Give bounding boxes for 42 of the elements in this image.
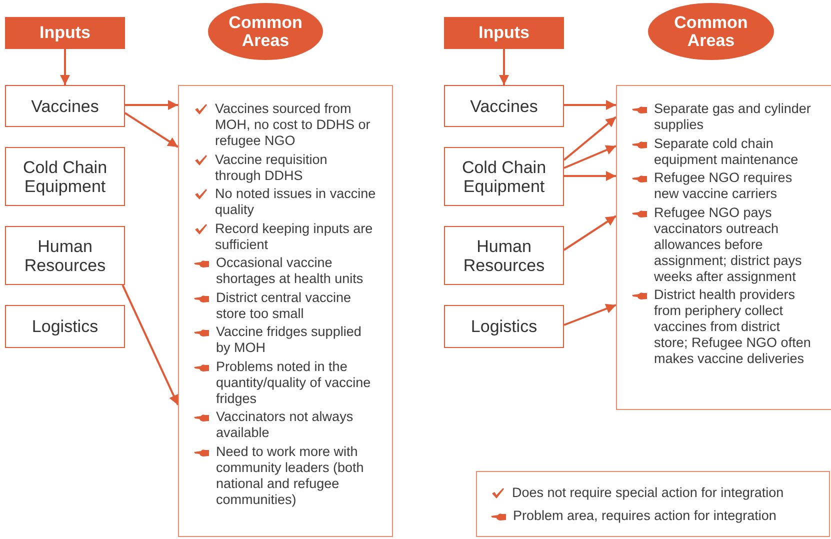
arrow	[564, 145, 616, 169]
arrow	[564, 171, 616, 181]
arrow	[125, 100, 178, 110]
input-box: Logistics	[5, 305, 125, 348]
list-item: No noted issues in vaccine quality	[215, 186, 376, 218]
legend-text: Does not require special action for integration	[512, 485, 784, 501]
input-box: Human Resources	[5, 226, 125, 285]
arrow	[60, 49, 70, 85]
content-box	[616, 85, 831, 410]
arrow	[563, 116, 617, 161]
input-box: Vaccines	[444, 85, 564, 127]
list-item: Refugee NGO requires new vaccine carriers	[654, 170, 794, 202]
list-item: Vaccinators not always available	[216, 409, 354, 441]
list-item: Need to work more with community leaders (both national and refugee communities)	[216, 444, 365, 508]
input-box: Human Resources	[444, 226, 564, 285]
list-item: Record keeping inputs are sufficient	[215, 220, 374, 252]
list-item: Vaccine fridges supplied by MOH	[216, 324, 362, 356]
list-item: District central vaccine store too small	[216, 290, 352, 322]
arrow	[124, 112, 179, 148]
input-box: Cold Chain Equipment	[444, 147, 564, 206]
list-item: Problems noted in the quantity/quality of vaccine fridges	[216, 358, 372, 406]
content-box	[178, 85, 393, 537]
list-item: Separate cold chain equipment maintenance	[654, 136, 800, 168]
input-box: Cold Chain Equipment	[5, 147, 125, 206]
list-item: District health providers from periphery collect vaccines from district store; Refugee NGO often makes vaccine deliveries	[654, 287, 812, 367]
arrow	[563, 215, 617, 251]
legend-text: Problem area, requires action for integration	[513, 508, 776, 524]
input-box: Vaccines	[5, 85, 125, 127]
list-item: Separate gas and cylinder supplies	[654, 101, 812, 133]
list-item: Vaccine requisition through DDHS	[215, 152, 328, 184]
header-box: Inputs	[5, 17, 125, 49]
list-item: Refugee NGO pays vaccinators outreach allowances before assignment; district pays weeks after assignment	[654, 204, 803, 284]
arrow	[122, 284, 179, 406]
arrow	[564, 304, 616, 326]
header-ellipse: Common Areas	[208, 3, 323, 60]
list-item: Occasional vaccine shortages at health units	[216, 255, 364, 287]
header-box: Inputs	[444, 17, 564, 49]
input-box: Logistics	[444, 305, 564, 348]
header-ellipse: Common Areas	[648, 3, 774, 60]
arrow	[499, 49, 509, 85]
list-item: Vaccines sourced from MOH, no cost to DDHS or refugee NGO	[215, 101, 372, 149]
arrow	[564, 100, 616, 110]
